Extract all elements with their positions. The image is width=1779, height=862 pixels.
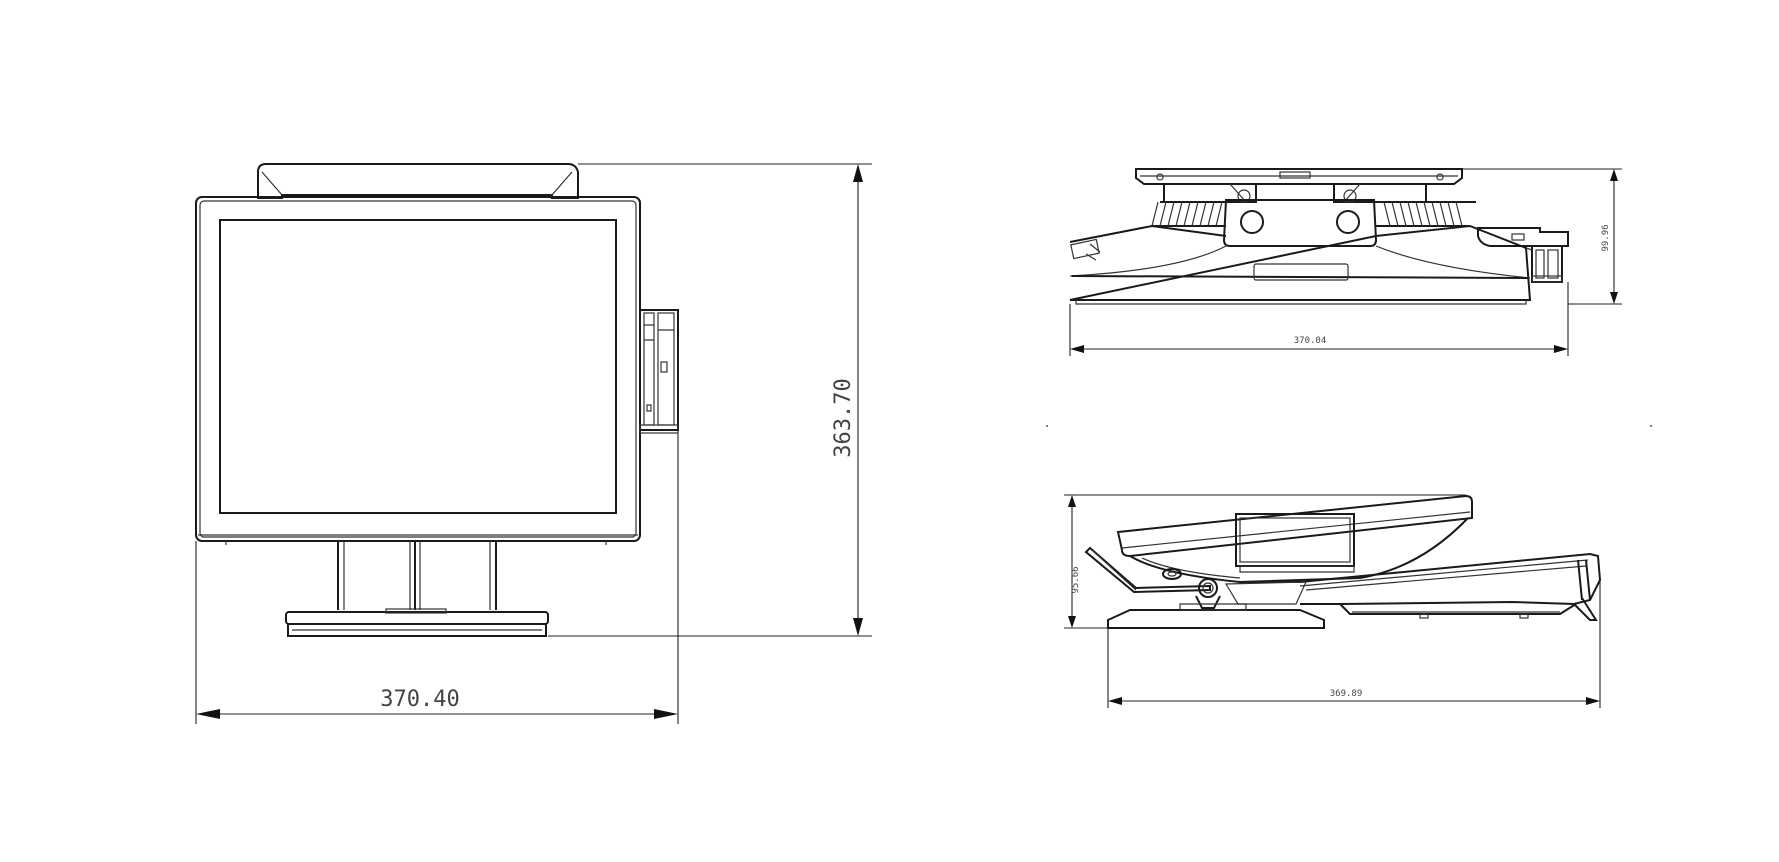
side-monitor-panel (1116, 494, 1473, 558)
front-screen (219, 219, 617, 514)
side-width-arrow-right (1586, 697, 1600, 705)
side-dimensions: 95.66 369.89 (1064, 494, 1601, 708)
top-monitor-housing (1069, 224, 1532, 301)
front-view (195, 163, 679, 637)
front-height-arrow-bottom (853, 618, 863, 636)
front-top-display (257, 163, 579, 199)
top-width-arrow-right (1554, 345, 1568, 353)
side-customer-display (1235, 513, 1355, 567)
top-front-slot (1253, 263, 1349, 281)
side-height-arrow-top (1068, 495, 1076, 507)
top-width-arrow-left (1070, 345, 1084, 353)
front-dimensions: 363.70 370.40 (195, 163, 872, 724)
front-width-arrow-right (654, 709, 678, 719)
front-top-display-bevel (261, 171, 573, 196)
front-height-label: 363.70 (831, 378, 856, 457)
top-depth-arrow-bottom (1610, 292, 1618, 304)
front-height-arrow-top (853, 164, 863, 182)
front-stand (285, 541, 549, 637)
side-width-label: 369.89 (1330, 689, 1363, 699)
top-depth-label: 99.96 (1601, 224, 1611, 251)
side-base (1107, 609, 1325, 629)
front-monitor-bezel (195, 196, 641, 542)
front-monitor-inner-bezel (199, 200, 637, 538)
top-dimensions: 99.96 370.04 (1069, 168, 1622, 356)
side-height-arrow-bottom (1068, 616, 1076, 628)
side-card-reader (1240, 552, 1602, 606)
side-pivot (1198, 578, 1218, 598)
top-width-label: 370.04 (1294, 336, 1327, 346)
side-height-label: 95.66 (1071, 566, 1081, 593)
top-card-reader (1477, 227, 1569, 283)
front-width-label: 370.40 (380, 687, 459, 712)
top-depth-arrow-top (1610, 169, 1618, 181)
top-stand-block (1222, 199, 1378, 247)
side-view (1084, 494, 1602, 629)
front-width-arrow-left (196, 709, 220, 719)
side-stand-arm (1084, 546, 1211, 594)
side-width-arrow-left (1108, 697, 1122, 705)
top-view (1069, 168, 1569, 305)
front-card-reader (639, 309, 679, 434)
